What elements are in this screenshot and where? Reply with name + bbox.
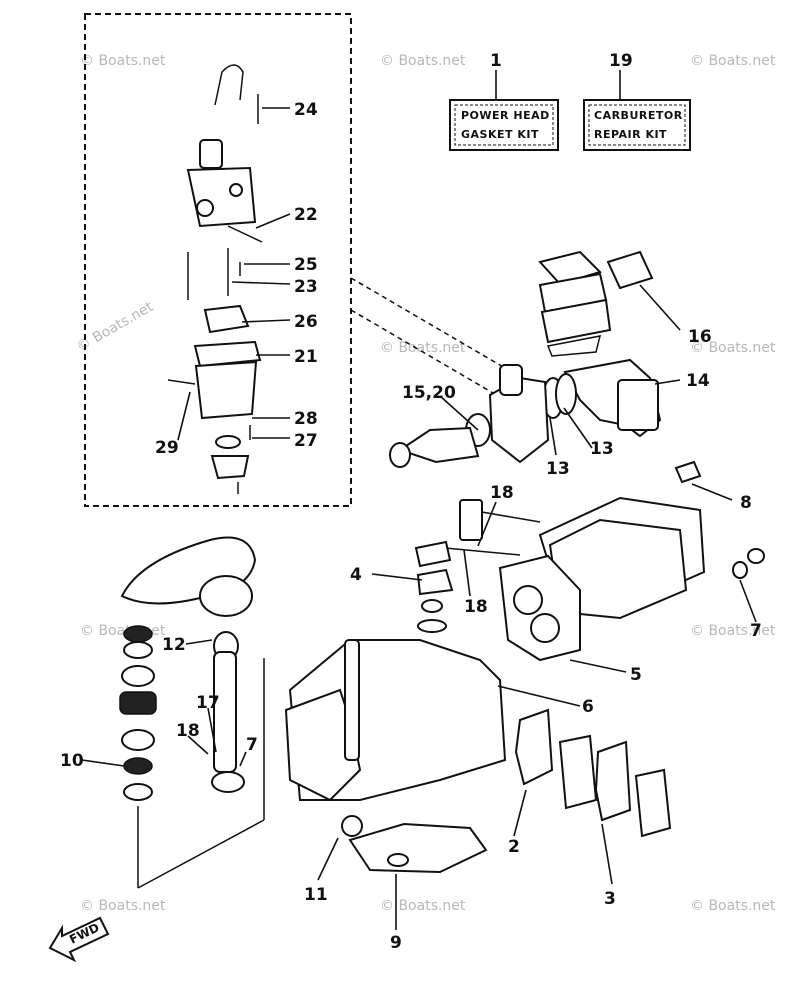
part-number-labels: 24 22 25 23 26 21 28 27 29 16 14 15,20 1…: [60, 100, 762, 953]
label-6: 6: [582, 697, 594, 717]
detail-connector-line: [350, 309, 506, 401]
crankcase-block: [284, 639, 507, 837]
label-7: 7: [750, 621, 762, 641]
watermark: © Boats.net: [380, 898, 466, 914]
label-27: 27: [294, 431, 318, 451]
label-8: 8: [740, 493, 752, 513]
label-18: 18: [464, 597, 488, 617]
label-12: 12: [162, 635, 186, 655]
watermark: © Boats.net: [690, 340, 776, 356]
label-22: 22: [294, 205, 318, 225]
power-head-gasket-kit: 1 POWER HEAD GASKET KIT: [449, 51, 559, 151]
label-18: 18: [490, 483, 514, 503]
watermark: © Boats.net: [74, 299, 156, 356]
label-26: 26: [294, 312, 318, 332]
watermark: © Boats.net: [690, 53, 776, 69]
watermarks: © Boats.net © Boats.net © Boats.net © Bo…: [74, 53, 776, 914]
label-19: 19: [609, 51, 633, 71]
label-14: 14: [686, 371, 710, 391]
kit-line: POWER HEAD: [461, 109, 550, 122]
label-23: 23: [294, 277, 318, 297]
label-1: 1: [490, 51, 502, 71]
label-15-20: 15,20: [402, 383, 456, 403]
label-13: 13: [590, 439, 614, 459]
watermark: © Boats.net: [380, 340, 466, 356]
label-18: 18: [176, 721, 200, 741]
label-4: 4: [350, 565, 362, 585]
watermark: © Boats.net: [80, 623, 166, 639]
label-2: 2: [508, 837, 520, 857]
carburetor-exploded: [167, 64, 263, 494]
fwd-arrow: FWD: [48, 916, 110, 963]
label-21: 21: [294, 347, 318, 367]
watermark: © Boats.net: [690, 898, 776, 914]
timing-belt-assembly: [119, 536, 265, 889]
kit-line: GASKET KIT: [461, 128, 539, 141]
reed-valve-assembly: [538, 250, 654, 357]
label-17: 17: [196, 693, 220, 713]
kit-line: REPAIR KIT: [594, 128, 667, 141]
label-16: 16: [688, 327, 712, 347]
label-29: 29: [155, 438, 179, 458]
label-28: 28: [294, 409, 318, 429]
watermark: © Boats.net: [80, 898, 166, 914]
carburetor-detail-frame: [84, 13, 352, 507]
watermark: © Boats.net: [380, 53, 466, 69]
label-11: 11: [304, 885, 328, 905]
label-7: 7: [246, 735, 258, 755]
carburetor-repair-kit: 19 CARBURETOR REPAIR KIT: [583, 51, 691, 151]
gasket-parts: [348, 708, 672, 874]
watermark: © Boats.net: [80, 53, 166, 69]
label-10: 10: [60, 751, 84, 771]
label-3: 3: [604, 889, 616, 909]
intake-manifold-assembly: [389, 358, 662, 468]
label-25: 25: [294, 255, 318, 275]
kit-line: CARBURETOR: [594, 109, 683, 122]
leader-lines: [81, 107, 757, 930]
label-24: 24: [294, 100, 318, 120]
watermark: © Boats.net: [690, 623, 776, 639]
cylinder-head-assembly: [414, 460, 765, 662]
label-5: 5: [630, 665, 642, 685]
label-9: 9: [390, 933, 402, 953]
detail-connector-line: [350, 277, 506, 369]
label-13: 13: [546, 459, 570, 479]
